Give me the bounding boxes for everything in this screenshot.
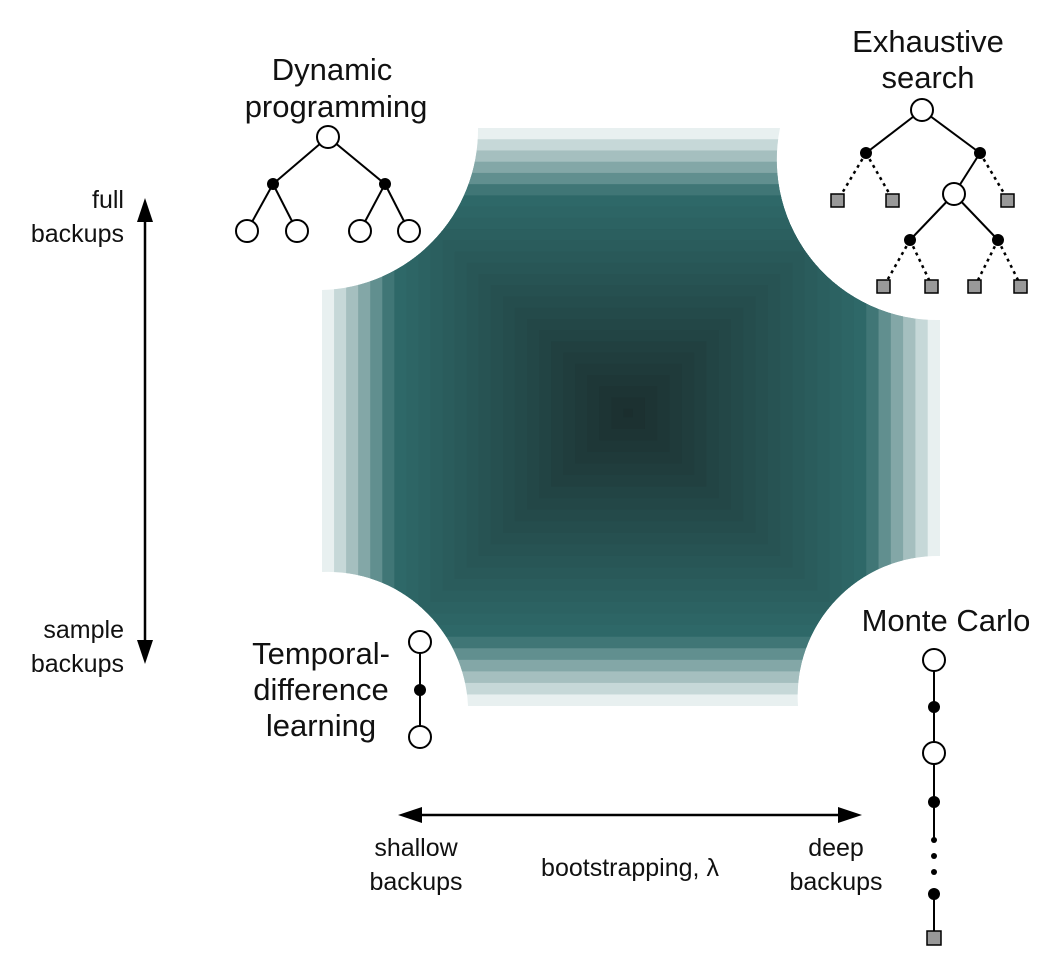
full-backups-label-line2: backups: [31, 220, 124, 248]
exhaustive-search-corner: Exhaustive search: [830, 24, 1028, 294]
monte-carlo-title: Monte Carlo: [862, 603, 1031, 638]
sample-backups-label-line2: backups: [31, 650, 124, 678]
full-backups-label-line1: full: [92, 186, 124, 214]
dynamic-programming-title-line2: programming: [245, 89, 428, 124]
backup-space-gradient: [322, 128, 940, 706]
dynamic-programming-title-line1: Dynamic: [272, 52, 393, 87]
temporal-difference-corner: Temporal- difference learning: [252, 630, 432, 749]
vertical-axis: full backups sample backups: [31, 186, 153, 678]
shallow-backups-label-line1: shallow: [374, 834, 458, 862]
monte-carlo-corner: Monte Carlo: [862, 603, 1031, 946]
deep-backups-label-line2: backups: [789, 868, 882, 896]
temporal-difference-backup-chain: [408, 630, 432, 749]
dynamic-programming-corner: Dynamic programming: [235, 52, 428, 243]
dynamic-programming-backup-tree: [235, 125, 421, 243]
temporal-difference-title-line2: difference: [253, 672, 389, 707]
monte-carlo-backup-chain: [922, 648, 946, 946]
sample-backups-label-line1: sample: [43, 616, 124, 644]
exhaustive-search-title-line1: Exhaustive: [852, 24, 1004, 59]
horizontal-axis: bootstrapping, λ shallow backups deep ba…: [369, 807, 883, 896]
temporal-difference-title-line1: Temporal-: [252, 636, 390, 671]
bootstrapping-label: bootstrapping, λ: [541, 854, 719, 882]
deep-backups-label-line1: deep: [808, 834, 864, 862]
exhaustive-search-backup-tree: [830, 98, 1028, 294]
exhaustive-search-title-line2: search: [881, 60, 974, 95]
shallow-backups-label-line2: backups: [369, 868, 462, 896]
gradient-ring: [623, 408, 633, 418]
temporal-difference-title-line3: learning: [266, 708, 376, 743]
